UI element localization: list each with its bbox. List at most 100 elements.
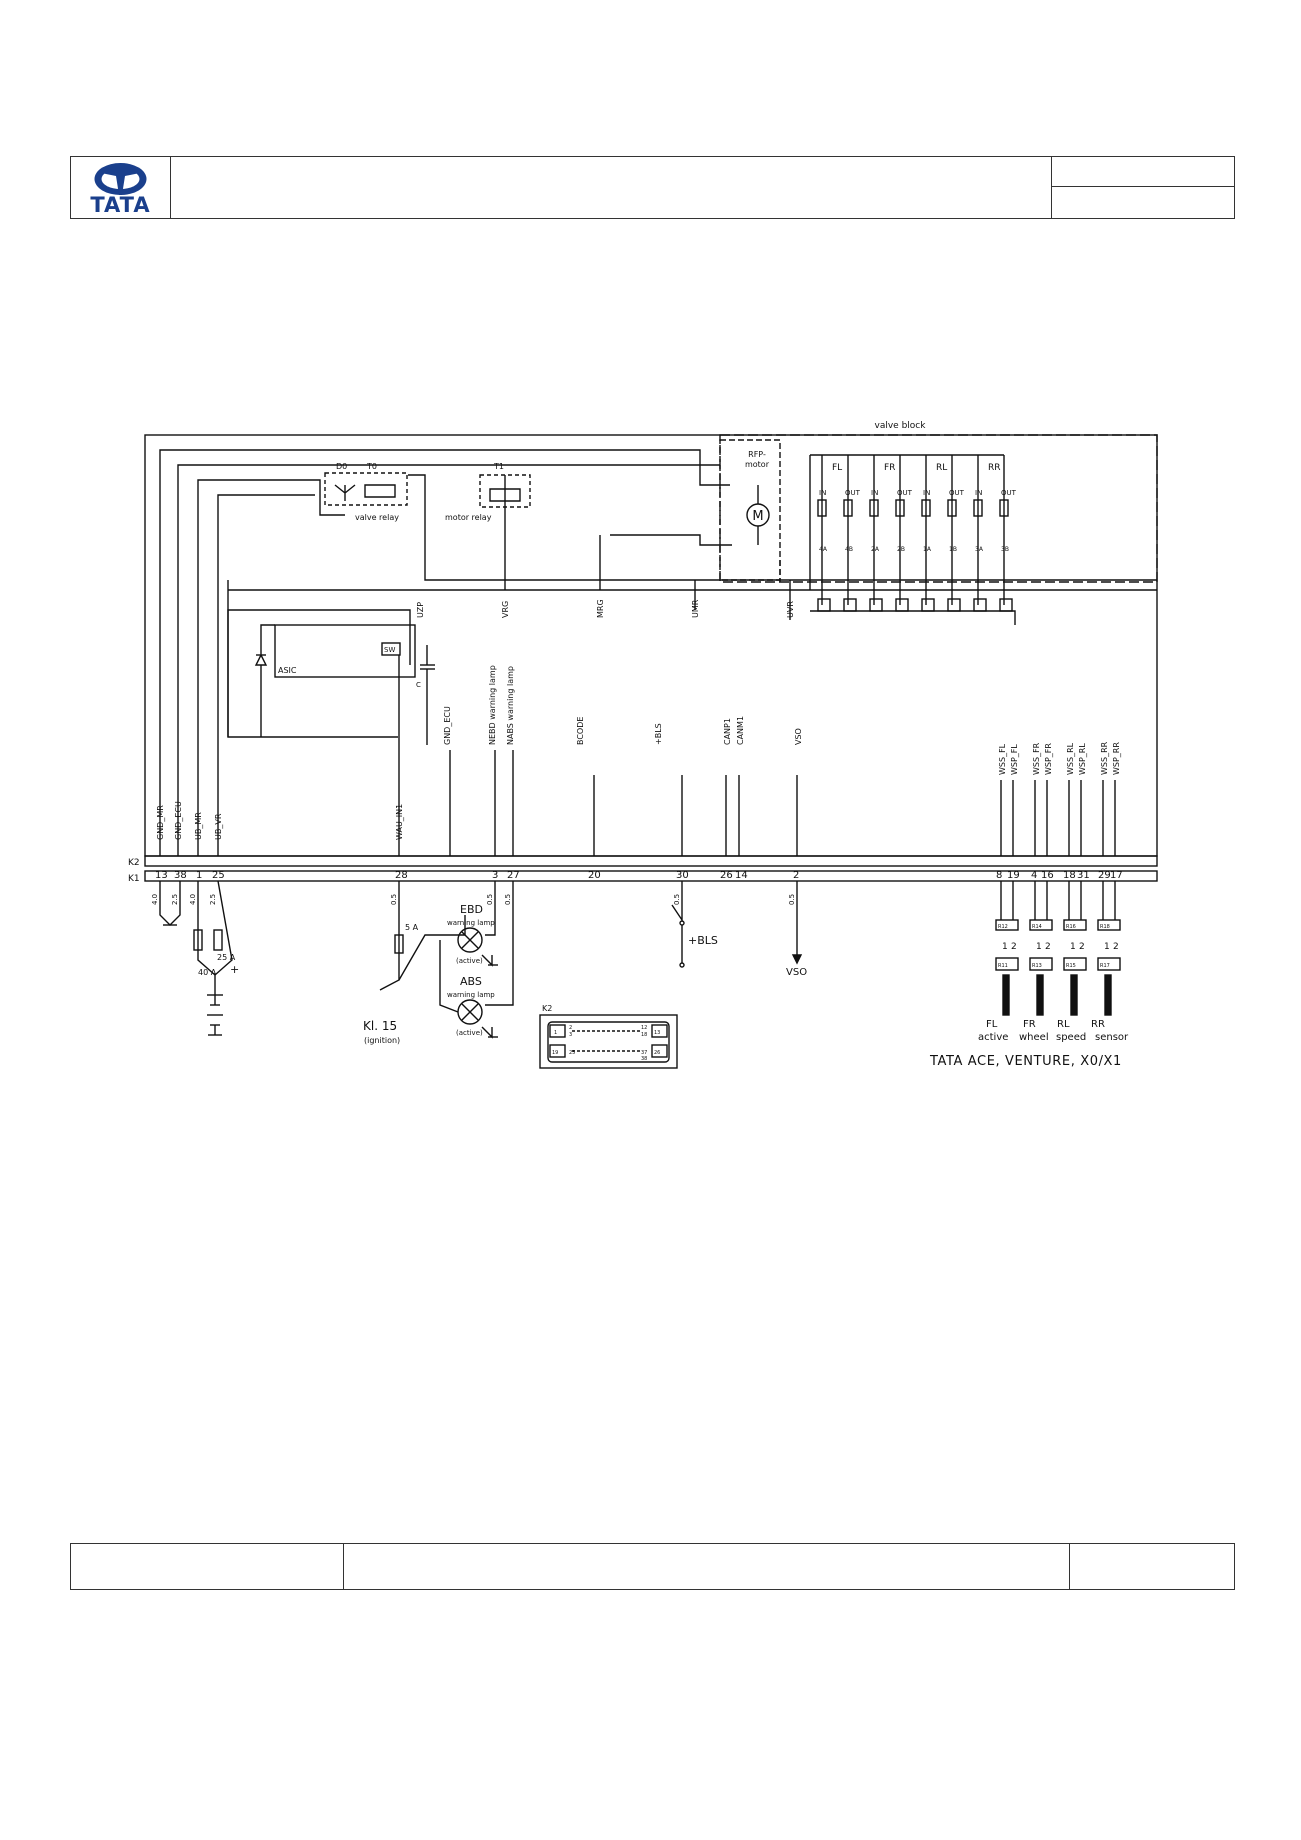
sensor-rl-pin-2: 2 (1079, 942, 1085, 952)
signal-bls: +BLS (654, 723, 663, 745)
signal-uzp: UZP (416, 602, 425, 618)
signal-vso: VSO (794, 728, 803, 745)
signal-gnd-ecu: GND_ECU (443, 706, 452, 745)
k2-pin-19: 19 (552, 1050, 558, 1056)
signal-gnd-ecu-k2: GND_ECU (174, 801, 183, 840)
battery-plus: + (230, 963, 239, 976)
pin-13: 13 (155, 870, 168, 881)
valve-relay-label: valve relay (355, 513, 399, 522)
pin-1: 1 (196, 870, 202, 881)
wheel-label-rl: RL (936, 463, 947, 473)
pin-31: 31 (1077, 870, 1090, 881)
sensor-code-r15: R15 (1066, 963, 1076, 969)
k2-pin-25: 25 (569, 1050, 575, 1056)
pin-numbers: 13 38 1 25 28 3 27 20 30 26 14 2 8 19 4 … (155, 870, 1123, 881)
rfp-motor-label-1: RFP- (748, 450, 766, 459)
valve-pin-4b: 4B (845, 546, 853, 553)
signal-nabs: NABS warning lamp (506, 666, 515, 745)
tata-logo-icon (94, 163, 147, 195)
valve-pin-4a: 4A (819, 546, 828, 553)
pin-20: 20 (588, 870, 601, 881)
gauge-30: 0.5 (673, 894, 681, 905)
signal-umr: UMR (691, 599, 700, 618)
signal-canp1: CANP1 (723, 718, 732, 745)
pin-17: 17 (1110, 870, 1123, 881)
abs-wiring-schematic: valve block RFP- motor M D0 T0 valve rel… (128, 421, 1158, 1069)
footer-left (70, 1543, 344, 1590)
sensor-code-r11: R11 (998, 963, 1008, 969)
wire-gauges: 4.0 2.5 4.0 2.5 0.5 0.5 0.5 0.5 0.5 (151, 894, 796, 905)
gauge-13: 4.0 (151, 894, 159, 905)
sw-label: SW (384, 646, 395, 654)
title-block: TATA (70, 156, 1235, 219)
external-wiring (159, 880, 803, 1039)
sensor-rr-pin-1: 1 (1104, 942, 1110, 952)
sensor-code-r17: R17 (1100, 963, 1110, 969)
ecu-signal-labels: GND_ECU NEBD warning lamp NABS warning l… (443, 665, 803, 745)
sensor-caption-speed: speed (1056, 1032, 1086, 1043)
pin-28: 28 (395, 870, 408, 881)
sensor-code-r12: R12 (998, 924, 1008, 930)
sensor-code-r16: R16 (1066, 924, 1076, 930)
sensor-code-r14: R14 (1032, 924, 1042, 930)
signal-uvr: UVR (786, 601, 795, 618)
relay-t1-label: T1 (493, 462, 504, 471)
valve-relay: D0 T0 valve relay (324, 462, 408, 522)
valve-in-rl: IN (923, 489, 930, 497)
abs-active: (active) (456, 1029, 483, 1037)
pin-38: 38 (174, 870, 187, 881)
valve-pin-1a: 1A (923, 546, 932, 553)
valve-in-fr: IN (871, 489, 878, 497)
motor-symbol: M (752, 509, 763, 524)
motor-relay: T1 motor relay (445, 462, 531, 522)
sensor-fl-pin-1: 1 (1002, 942, 1008, 952)
k2-pin-13: 13 (654, 1030, 660, 1036)
pin-26: 26 (720, 870, 733, 881)
sensor-caption-fl: FL (986, 1019, 998, 1030)
k2-signal-labels: GND_MR GND_ECU UB_MR UB_VR WAU_IN1 (156, 801, 404, 840)
rfp-motor: RFP- motor M (719, 439, 781, 581)
gauge-28: 0.5 (390, 894, 398, 905)
gauge-25: 2.5 (209, 894, 217, 905)
signal-gnd-mr: GND_MR (156, 805, 165, 840)
signal-bcode: BCODE (576, 717, 585, 745)
internal-signal-labels: UZP VRG MRG UMR UVR (416, 599, 795, 618)
asic-label: ASIC (278, 666, 297, 675)
valve-pin-3a: 3A (975, 546, 984, 553)
document-reference (1051, 157, 1234, 218)
vso-label: VSO (786, 967, 807, 978)
signal-wsp-fr: WSP_FR (1044, 743, 1053, 775)
signal-nebd: NEBD warning lamp (488, 665, 497, 745)
wheel-speed-sensors (995, 881, 1121, 1016)
ignition-label: Kl. 15 (363, 1019, 397, 1033)
valve-pin-2a: 2A (871, 546, 880, 553)
wheel-label-fl: FL (832, 463, 842, 473)
signal-wsp-rr: WSP_RR (1112, 742, 1121, 775)
valve-out-fl: OUT (845, 489, 861, 497)
signal-canm1: CANM1 (736, 716, 745, 745)
logo-cell: TATA (71, 157, 171, 218)
k2-pin-2: 2 (569, 1025, 572, 1031)
sensor-caption-rr: RR (1091, 1019, 1105, 1030)
relay-d0-label: D0 (336, 462, 347, 471)
pin-30: 30 (676, 870, 689, 881)
abs-label: ABS (460, 975, 482, 988)
sensor-caption-sensor: sensor (1095, 1032, 1129, 1043)
sensor-fl-pin-2: 2 (1011, 942, 1017, 952)
k2-pin-12: 12 (641, 1025, 647, 1031)
footer-right (1069, 1543, 1235, 1590)
pin-25: 25 (212, 870, 225, 881)
valve-block-label: valve block (875, 421, 927, 431)
external-labels: 40 A 25 A 5 A + Kl. 15 (ignition) EBD wa… (198, 903, 1129, 1045)
k2-pin-38: 38 (641, 1056, 647, 1062)
sensor-fr-pin-2: 2 (1045, 942, 1051, 952)
footer-middle (344, 1543, 1069, 1590)
sensor-caption-wheel: wheel (1019, 1032, 1049, 1043)
valve-block: valve block (719, 421, 1158, 583)
signal-wsp-fl: WSP_FL (1010, 744, 1019, 775)
ecu-outline (144, 434, 1158, 857)
valve-pin-2b: 2B (897, 546, 905, 553)
pin-29: 29 (1098, 870, 1111, 881)
valve-out-rr: OUT (1001, 489, 1017, 497)
ebd-warning-lamp: warning lamp (447, 919, 495, 927)
